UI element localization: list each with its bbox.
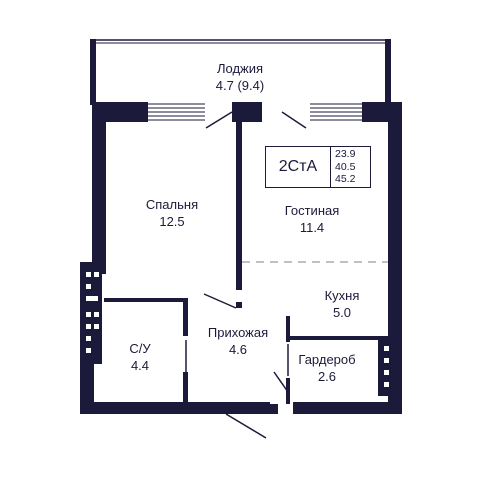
room-name: С/У [129,341,151,356]
room-area: 5.0 [332,305,352,320]
loggia-outline [90,39,391,105]
doors [183,111,307,439]
room-area: 4.4 [130,358,150,373]
apartment-areas: 23.9 40.5 45.2 [331,147,370,187]
room-name: Прихожая [207,325,269,340]
room-label-wardrobe: Гардероб 2.6 [282,351,372,385]
room-label-hallway: Прихожая 4.6 [188,324,288,358]
area-living: 23.9 [335,148,356,161]
room-label-bedroom: Спальня 12.5 [122,196,222,230]
apartment-type-code: 2СтА [266,147,331,187]
area-total-with-loggia: 45.2 [335,173,356,186]
room-name: Спальня [145,197,199,212]
room-name: Гардероб [298,352,356,367]
room-area: 11.4 [299,220,325,235]
room-name: Гостиная [284,203,340,218]
apartment-type-box: 2СтА 23.9 40.5 45.2 [265,146,371,188]
windows [148,103,362,121]
area-total: 40.5 [335,160,356,173]
room-area: 12.5 [159,214,185,229]
room-area: 4.7 (9.4) [215,78,265,93]
room-label-bathroom: С/У 4.4 [110,340,170,374]
room-area: 2.6 [317,369,337,384]
room-label-living: Гостиная 11.4 [262,202,362,236]
room-label-kitchen: Кухня 5.0 [292,287,392,321]
room-label-loggia: Лоджия 4.7 (9.4) [190,60,290,94]
room-name: Лоджия [216,61,264,76]
room-area: 4.6 [228,342,248,357]
room-name: Кухня [324,288,360,303]
